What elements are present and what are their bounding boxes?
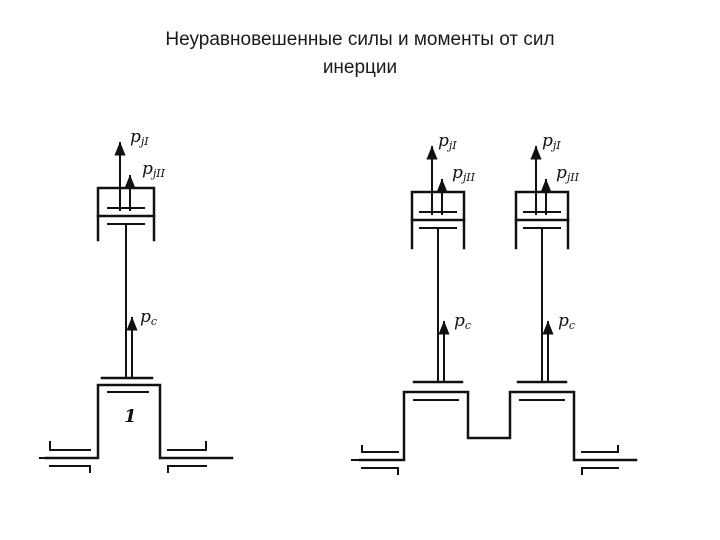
label-pj1-left: pjI xyxy=(130,127,149,148)
label-pc-right-a: pc xyxy=(454,311,471,332)
label-crank-number: 1 xyxy=(124,406,137,427)
crankshaft-1 xyxy=(39,376,234,473)
label-pj2-left: pjII xyxy=(142,159,166,180)
slide-title-line-1: Неуравновешенные силы и моменты от сил xyxy=(165,29,555,50)
slide-title-line-2: инерции xyxy=(322,57,398,78)
label-pj2-right-a: pjII xyxy=(452,163,476,184)
crankshaft-2 xyxy=(351,380,638,475)
label-pj1-right-a: pjI xyxy=(438,131,457,152)
label-pc-left: pc xyxy=(140,307,157,328)
slide-title: Неуравновешенные силы и моменты от сил и… xyxy=(0,26,720,82)
label-pc-right-b: pc xyxy=(558,311,575,332)
twin-cylinder-mechanism: pjI pjII pc pjI pjII pc xyxy=(351,131,638,475)
label-pj2-right-b: pjII xyxy=(556,163,580,184)
label-pj1-right-b: pjI xyxy=(542,131,561,152)
single-cylinder-mechanism: pjI pjII pc 1 xyxy=(39,127,234,473)
